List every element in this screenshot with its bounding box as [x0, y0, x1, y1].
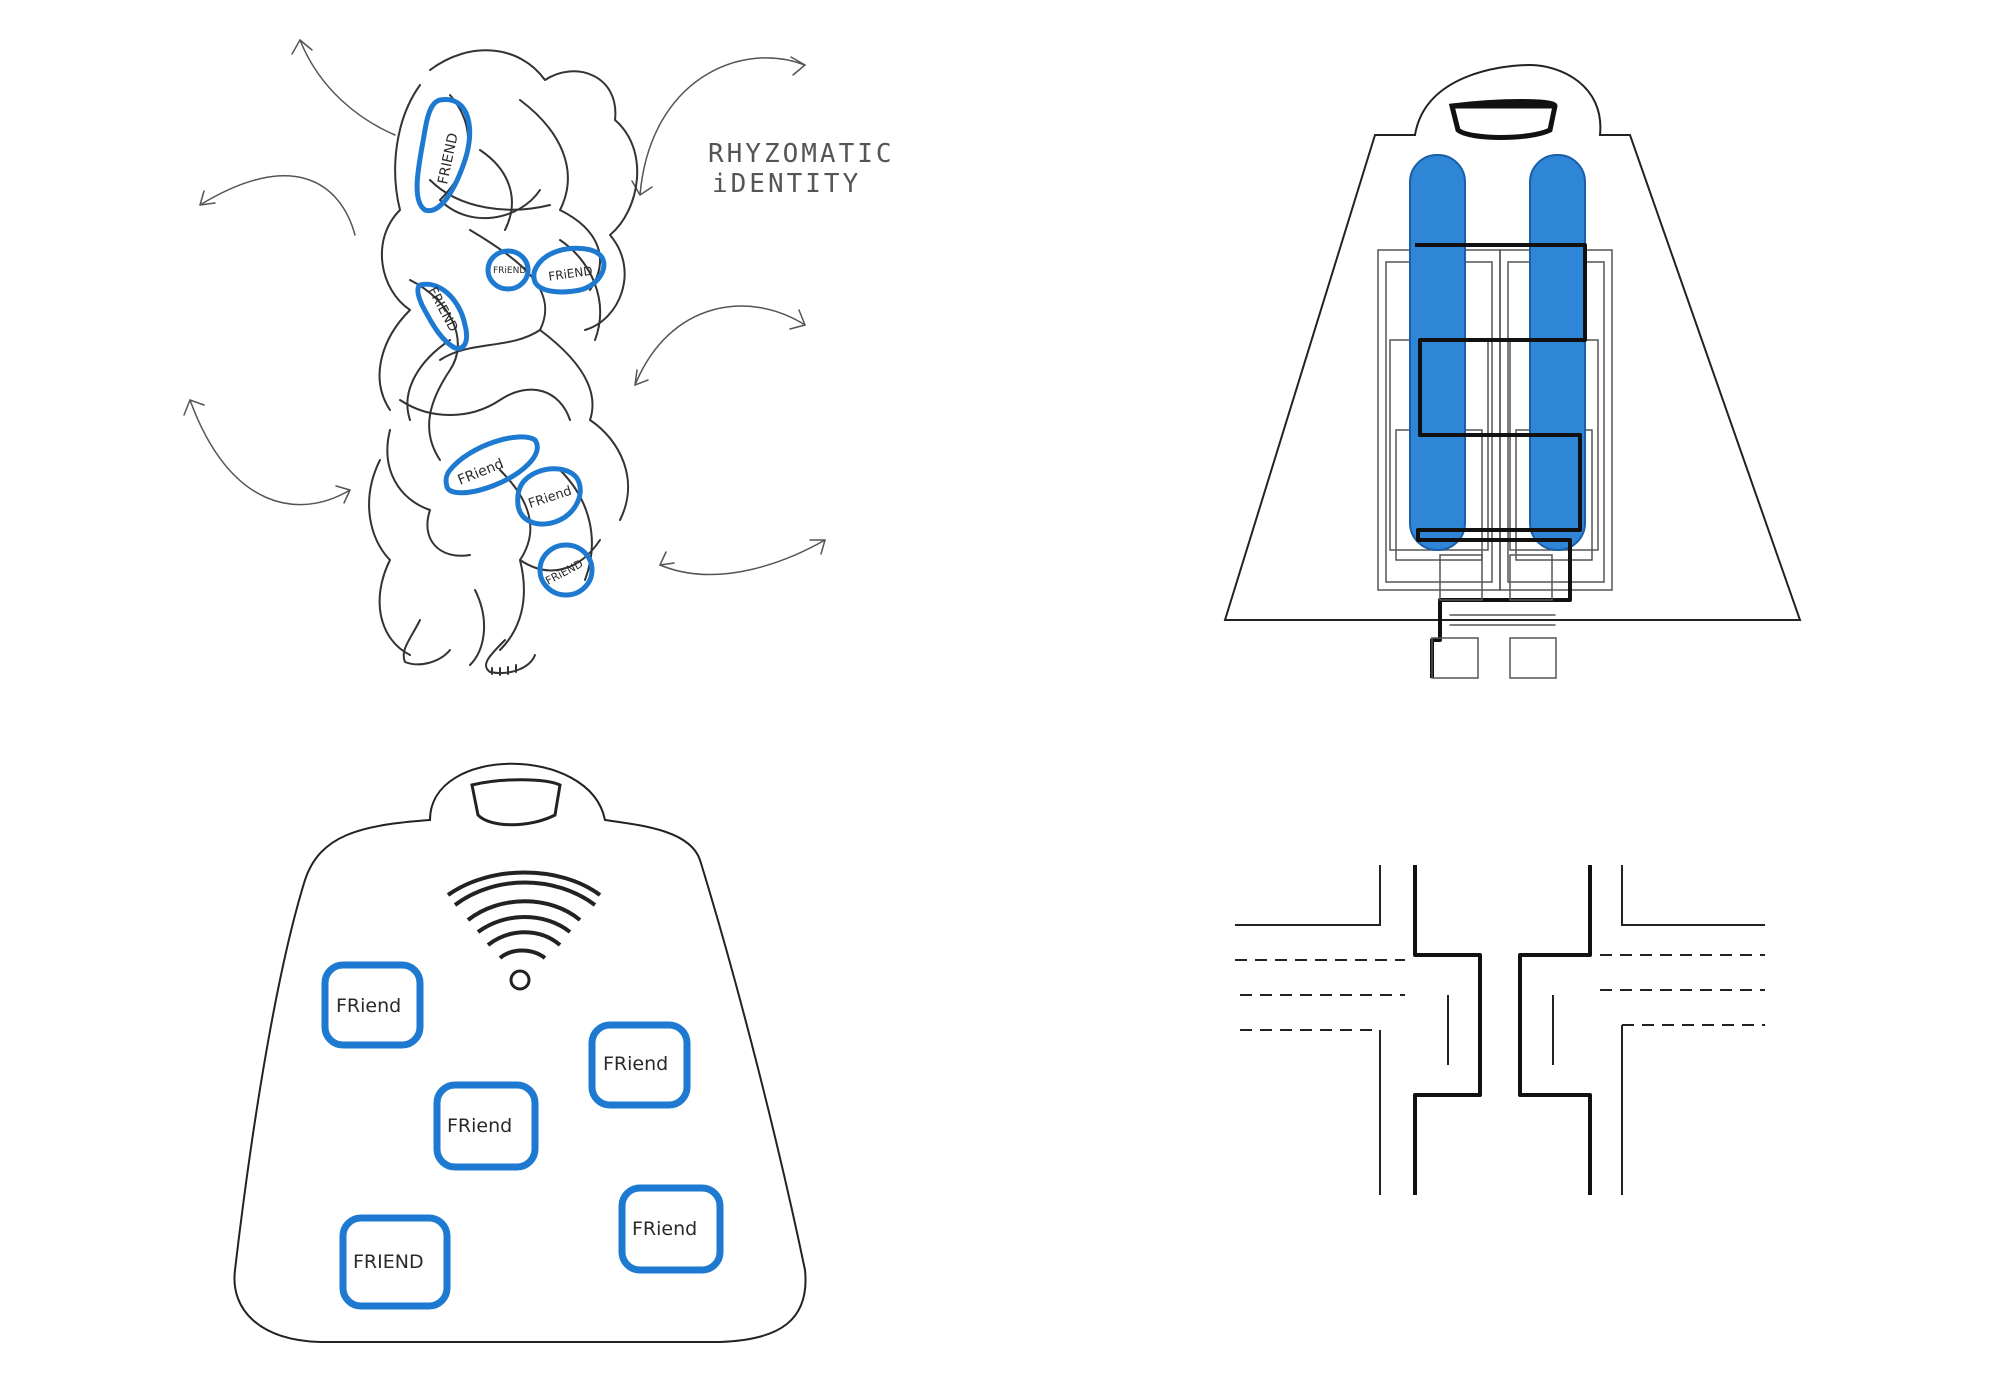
friend-patch-label: FRiend	[632, 1218, 697, 1240]
friend-bubble: FRIEND	[415, 281, 470, 351]
friend-patch-label: FRiend	[603, 1053, 668, 1075]
wifi-icon	[446, 870, 602, 991]
garment-outline	[1223, 63, 1802, 621]
friend-patch-label: FRiend	[336, 995, 401, 1017]
friend-patch-label: FRIEND	[353, 1251, 424, 1273]
friend-patch-label: FRiend	[447, 1115, 512, 1137]
cape-collar	[470, 778, 562, 827]
friend-patch: FRiend	[588, 1021, 691, 1109]
friend-bubble: FRiEND	[531, 245, 607, 295]
friend-label: FRiEND	[547, 264, 593, 284]
circuit-path	[1415, 243, 1587, 678]
friend-patch: FRIEND	[339, 1214, 451, 1310]
friend-patch: FRiend	[618, 1184, 724, 1274]
diagram-title-line-2: iDENTITY	[712, 169, 861, 199]
tube-right	[1529, 154, 1586, 551]
tangle-strokes	[368, 49, 639, 676]
connector-detail	[1235, 865, 1765, 1195]
tube-left	[1409, 154, 1466, 551]
cape-outline	[233, 762, 807, 1343]
collar	[1448, 99, 1558, 140]
friend-bubble: FRiEND	[485, 248, 531, 292]
friend-patch: FRiend	[433, 1081, 539, 1171]
friend-patch: FRiend	[321, 961, 424, 1049]
friend-cape: FRiend FRiend FRiend FRIEND FRiend	[233, 762, 807, 1343]
friend-label: FRiEND	[543, 557, 585, 588]
diagram-title-line-1: RHYZOMATIC	[708, 139, 895, 169]
friend-bubble: FRIEND	[414, 97, 473, 214]
circuit-garment	[1223, 63, 1802, 679]
rhizome-sketch: FRIEND FRiEND FRiEND FRIEND FRiend FRien…	[183, 39, 895, 676]
friend-bubble: FRiend	[515, 466, 583, 527]
arrow-group	[183, 39, 826, 576]
friend-label: FRiend	[527, 484, 574, 512]
friend-label: FRiEND	[493, 266, 526, 276]
friend-label: FRIEND	[424, 285, 460, 335]
